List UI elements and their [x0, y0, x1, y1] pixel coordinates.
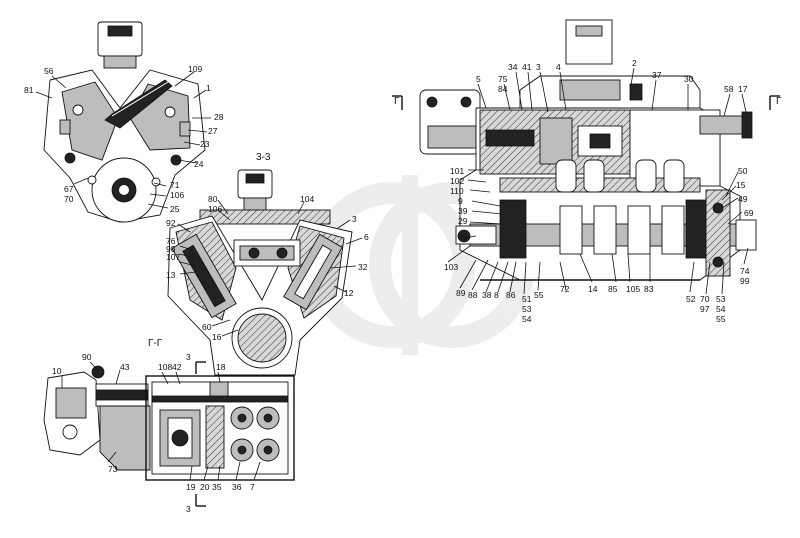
callout-number: 40: [458, 232, 468, 242]
callout-number: 20: [200, 482, 210, 492]
callout-number: 1: [206, 83, 211, 93]
callout-number: 7: [250, 482, 255, 492]
callout-number: 76: [166, 236, 176, 246]
callout-number: 9: [458, 196, 463, 206]
callout-number: 43: [120, 362, 130, 372]
callout-number: 98: [166, 244, 176, 254]
callout-number: 3: [536, 62, 541, 72]
callout-number: 85: [608, 284, 618, 294]
callout-number: 89: [456, 288, 466, 298]
callout-number: 73: [108, 464, 118, 474]
callout-number: 83: [644, 284, 654, 294]
callout-number: 51: [522, 294, 532, 304]
callout-number: 106: [170, 190, 184, 200]
callout-number: 107: [166, 252, 180, 262]
callout-number: 50: [738, 166, 748, 176]
callout-number: 30: [684, 74, 694, 84]
front-view-drawing: [35, 21, 211, 223]
callout-number: 71: [170, 180, 180, 190]
callout-number: 70: [64, 194, 74, 204]
callout-number: 3: [352, 214, 357, 224]
callout-number: 14: [588, 284, 598, 294]
cut-mark-3-top: 3: [186, 352, 191, 362]
callout-number: 53: [522, 304, 532, 314]
callout-number: 2: [632, 58, 637, 68]
callout-number: 5: [476, 74, 481, 84]
callout-number: 28: [214, 112, 224, 122]
callout-number: 72: [560, 284, 570, 294]
callout-number: 35: [212, 482, 222, 492]
callout-number: 105: [626, 284, 640, 294]
callout-labels: 5681109128272324677071106258010610492769…: [24, 58, 782, 514]
callout-number: 54: [716, 304, 726, 314]
callout-number: 84: [498, 84, 508, 94]
callout-number: 110: [450, 186, 464, 196]
callout-number: 81: [24, 85, 34, 95]
callout-number: 52: [686, 294, 696, 304]
main-view-drawing: [392, 19, 780, 295]
callout-number: 37: [652, 70, 662, 80]
callout-number: 15: [736, 180, 746, 190]
callout-number: 55: [716, 314, 726, 324]
callout-number: 16: [212, 332, 222, 342]
callout-number: 75: [498, 74, 508, 84]
callout-number: 38: [482, 290, 492, 300]
callout-number: 108: [158, 362, 172, 372]
callout-number: 102: [450, 176, 464, 186]
callout-number: 70: [700, 294, 710, 304]
section-3-3-title: 3-3: [256, 152, 271, 163]
callout-number: 29: [458, 216, 468, 226]
section-g-g-drawing: [43, 361, 295, 507]
callout-number: 104: [300, 194, 314, 204]
callout-number: 58: [724, 84, 734, 94]
callout-number: 39: [458, 206, 468, 216]
callout-number: 6: [364, 232, 369, 242]
callout-number: 99: [740, 276, 750, 286]
callout-number: 13: [166, 270, 176, 280]
callout-number: 88: [468, 290, 478, 300]
callout-number: 106: [208, 204, 222, 214]
callout-number: 80: [208, 194, 218, 204]
callout-number: 24: [194, 159, 204, 169]
callout-number: 17: [738, 84, 748, 94]
callout-number: 92: [166, 218, 176, 228]
section-3-3-drawing: [167, 169, 363, 376]
callout-number: 67: [64, 184, 74, 194]
callout-number: 27: [208, 126, 218, 136]
callout-number: 97: [700, 304, 710, 314]
callout-number: 41: [522, 62, 532, 72]
callout-number: 10: [52, 366, 62, 376]
callout-number: 36: [232, 482, 242, 492]
callout-number: 101: [450, 166, 464, 176]
callout-number: 25: [170, 204, 180, 214]
callout-number: 86: [506, 290, 516, 300]
cut-mark-g-right: Г: [776, 96, 782, 107]
callout-number: 69: [744, 208, 754, 218]
callout-number: 56: [44, 66, 54, 76]
callout-number: 32: [358, 262, 368, 272]
callout-number: 18: [216, 362, 226, 372]
callout-number: 74: [740, 266, 750, 276]
callout-number: 49: [738, 194, 748, 204]
callout-number: 90: [82, 352, 92, 362]
callout-number: 34: [508, 62, 518, 72]
callout-number: 60: [202, 322, 212, 332]
callout-number: 12: [344, 288, 354, 298]
callout-number: 103: [444, 262, 458, 272]
section-g-g-title: Г-Г: [148, 338, 163, 349]
callout-number: 4: [556, 62, 561, 72]
callout-number: 109: [188, 64, 202, 74]
cut-mark-3-bottom: 3: [186, 504, 191, 514]
cut-mark-g-left: Г: [394, 96, 400, 107]
callout-number: 8: [494, 290, 499, 300]
callout-number: 19: [186, 482, 196, 492]
callout-number: 54: [522, 314, 532, 324]
callout-number: 55: [534, 290, 544, 300]
callout-number: 42: [172, 362, 182, 372]
callout-number: 23: [200, 139, 210, 149]
callout-number: 53: [716, 294, 726, 304]
